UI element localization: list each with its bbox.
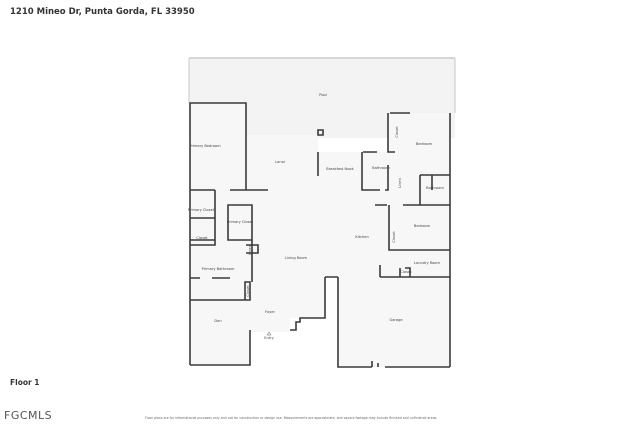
room-label-closet: Closet	[196, 236, 208, 240]
room-label-closet-bath: Closet	[246, 285, 250, 297]
room-label-lanai: Lanai	[275, 160, 285, 164]
room-label-primary-closet-1: Primary Closet	[188, 208, 215, 212]
room-label-primary-bedroom: Primary Bedroom	[189, 144, 221, 148]
room-label-primary-closet-2: Primary Closet	[227, 220, 254, 224]
room-label-living-room: Living Room	[285, 256, 308, 260]
room-label-bedroom-2: Bedroom	[414, 224, 431, 228]
room-label-closet-bedroom1: Closet	[395, 126, 399, 138]
room-label-laundry-room: Laundry Room	[414, 261, 441, 265]
room-label-linen-2: Linen	[398, 178, 402, 188]
room-label-linen-1: Linen	[248, 245, 252, 255]
room-label-den: Den	[214, 319, 221, 323]
room-label-bathroom-2: Bathroom	[426, 186, 444, 190]
walls	[189, 102, 451, 368]
property-address: 1210 Mineo Dr, Punta Gorda, FL 33950	[10, 7, 195, 17]
disclaimer-text: Floor plans are for informational purpos…	[145, 416, 438, 420]
room-label-foyer: Foyer	[265, 310, 275, 314]
house-floor	[190, 103, 450, 367]
room-label-closet-laundry: Closet	[400, 270, 412, 274]
floor-label: Floor 1	[10, 378, 40, 387]
room-label-bedroom-1: Bedroom	[416, 142, 433, 146]
room-label-pool: Pool	[319, 93, 326, 97]
entry-arrow-icon	[266, 331, 272, 336]
room-label-breakfast-nook: Breakfast Nook	[326, 167, 354, 171]
room-label-bathroom-1: Bathroom	[372, 166, 390, 170]
room-label-primary-bathroom: Primary Bathroom	[202, 267, 235, 271]
room-label-entry: Entry	[264, 336, 274, 340]
room-label-closet-bedroom2: Closet	[392, 231, 396, 243]
room-label-garage: Garage	[389, 318, 403, 322]
mls-logo: FGCMLS	[4, 409, 53, 422]
room-label-kitchen: Kitchen	[355, 235, 369, 239]
